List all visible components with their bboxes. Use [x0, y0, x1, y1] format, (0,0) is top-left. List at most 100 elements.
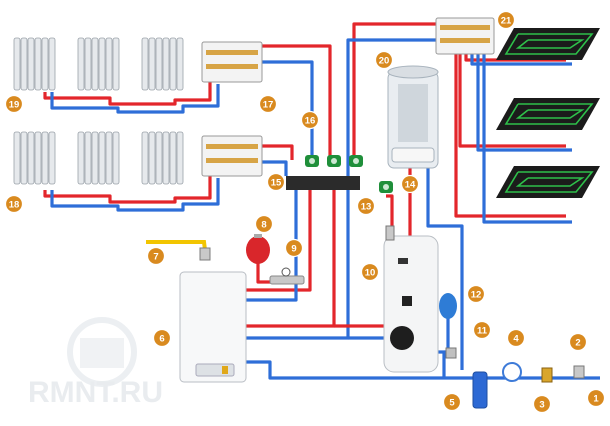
manifold-bar — [440, 25, 490, 30]
radiator-section — [169, 37, 177, 91]
marker-circle — [496, 10, 516, 30]
radiator-icon — [77, 131, 120, 185]
gas-boiler — [179, 271, 247, 383]
floor-loop-supply-pipe — [454, 52, 566, 218]
marker-number: 17 — [263, 99, 274, 110]
manifold-lower — [201, 135, 263, 177]
circulation-pump-icon — [349, 155, 363, 167]
manifold-bar — [206, 144, 258, 149]
radiator-section — [162, 131, 170, 185]
circulation-pump-icon — [305, 155, 319, 167]
marker-circle — [258, 94, 278, 114]
radiator-section — [13, 37, 21, 91]
marker-circle — [300, 110, 320, 130]
radiator-section — [112, 37, 120, 91]
marker-number: 1 — [593, 393, 599, 404]
marker-number: 12 — [471, 289, 482, 300]
marker-number: 10 — [365, 267, 376, 278]
radiator-section — [84, 37, 92, 91]
marker-1: 1 — [586, 388, 606, 408]
expansion-vessel-icon — [439, 293, 457, 319]
radiator-row-return-pipe — [50, 178, 220, 212]
circulation-pump-icon — [327, 155, 341, 167]
marker-number: 9 — [291, 243, 296, 254]
underfloor-heating — [496, 28, 600, 198]
tank-flange — [390, 326, 414, 350]
pump-rotor — [331, 158, 337, 164]
floor-loop-coil — [515, 109, 585, 119]
floor-loop-coil — [515, 177, 585, 187]
marker-6: 6 — [152, 328, 172, 348]
marker-number: 5 — [449, 397, 455, 408]
pump-rotor — [383, 184, 389, 190]
manifold-floor — [435, 17, 495, 55]
upper-manifold-supply-pipe — [262, 44, 332, 160]
tank-thermostat — [402, 296, 412, 306]
expansion-vessel-icon — [246, 236, 270, 264]
marker-2: 2 — [568, 332, 588, 352]
radiator-section — [148, 131, 156, 185]
marker-circle — [284, 238, 304, 258]
radiator-section — [27, 131, 35, 185]
cold-water-shower-pipe — [426, 168, 464, 370]
marker-number: 6 — [159, 333, 164, 344]
marker-10: 10 — [360, 262, 380, 282]
pump-rotor — [309, 158, 315, 164]
radiator-section — [34, 131, 42, 185]
marker-3: 3 — [532, 394, 552, 414]
floor-loop-return-pipe — [476, 52, 572, 152]
underfloor-heating-loop-icon — [496, 28, 600, 60]
marker-circle — [146, 246, 166, 266]
marker-14: 14 — [400, 174, 420, 194]
floor-manifold-return-pipe — [346, 38, 436, 176]
floor-loop-coil — [515, 39, 585, 49]
floor-manifold-supply-pipe — [352, 22, 436, 160]
marker-number: 21 — [501, 15, 512, 26]
underfloor-heating-loop-icon — [496, 98, 600, 130]
shower-roof — [387, 65, 439, 79]
marker-9: 9 — [284, 238, 304, 258]
marker-7: 7 — [146, 246, 166, 266]
gas-valve-icon — [199, 247, 211, 261]
floor-loop-return-pipe — [470, 52, 572, 66]
manifold-icon — [201, 41, 263, 83]
radiator-section — [141, 131, 149, 185]
expansion-vessel-heating — [246, 234, 270, 264]
manifold-upper — [201, 41, 263, 83]
radiator-section — [155, 37, 163, 91]
radiator-icon — [141, 131, 184, 185]
radiator-section — [77, 131, 85, 185]
watermark-logo — [67, 317, 137, 387]
lower-manifold-return-pipe — [262, 160, 288, 176]
marker-circle — [466, 284, 486, 304]
marker-number: 3 — [539, 399, 544, 410]
gas-boiler-icon — [179, 271, 247, 383]
floor-loop-coil — [504, 33, 594, 55]
radiator-row-supply-pipe — [43, 82, 212, 106]
radiator-section — [48, 131, 56, 185]
marker-21: 21 — [496, 10, 516, 30]
marker-number: 18 — [9, 199, 20, 210]
check-valve-icon — [541, 367, 553, 383]
pipes — [43, 22, 600, 380]
tank-badge — [398, 258, 408, 264]
manifold-bar — [440, 38, 490, 43]
marker-number: 20 — [379, 55, 390, 66]
expansion-vessel-water — [439, 293, 457, 319]
vessel-cap — [254, 234, 262, 238]
radiator-section — [20, 131, 28, 185]
marker-15: 15 — [266, 172, 286, 192]
radiator-section — [176, 37, 184, 91]
marker-circle — [356, 196, 376, 216]
marker-circle — [374, 50, 394, 70]
marker-13: 13 — [356, 196, 376, 216]
marker-12: 12 — [466, 284, 486, 304]
marker-circle — [586, 388, 606, 408]
marker-number: 4 — [513, 333, 519, 344]
expansion-tank-pipe — [256, 262, 270, 284]
radiator-section — [34, 37, 42, 91]
marker-16: 16 — [300, 110, 320, 130]
radiator-section — [176, 131, 184, 185]
marker-number: 16 — [305, 115, 316, 126]
radiator-section — [98, 37, 106, 91]
